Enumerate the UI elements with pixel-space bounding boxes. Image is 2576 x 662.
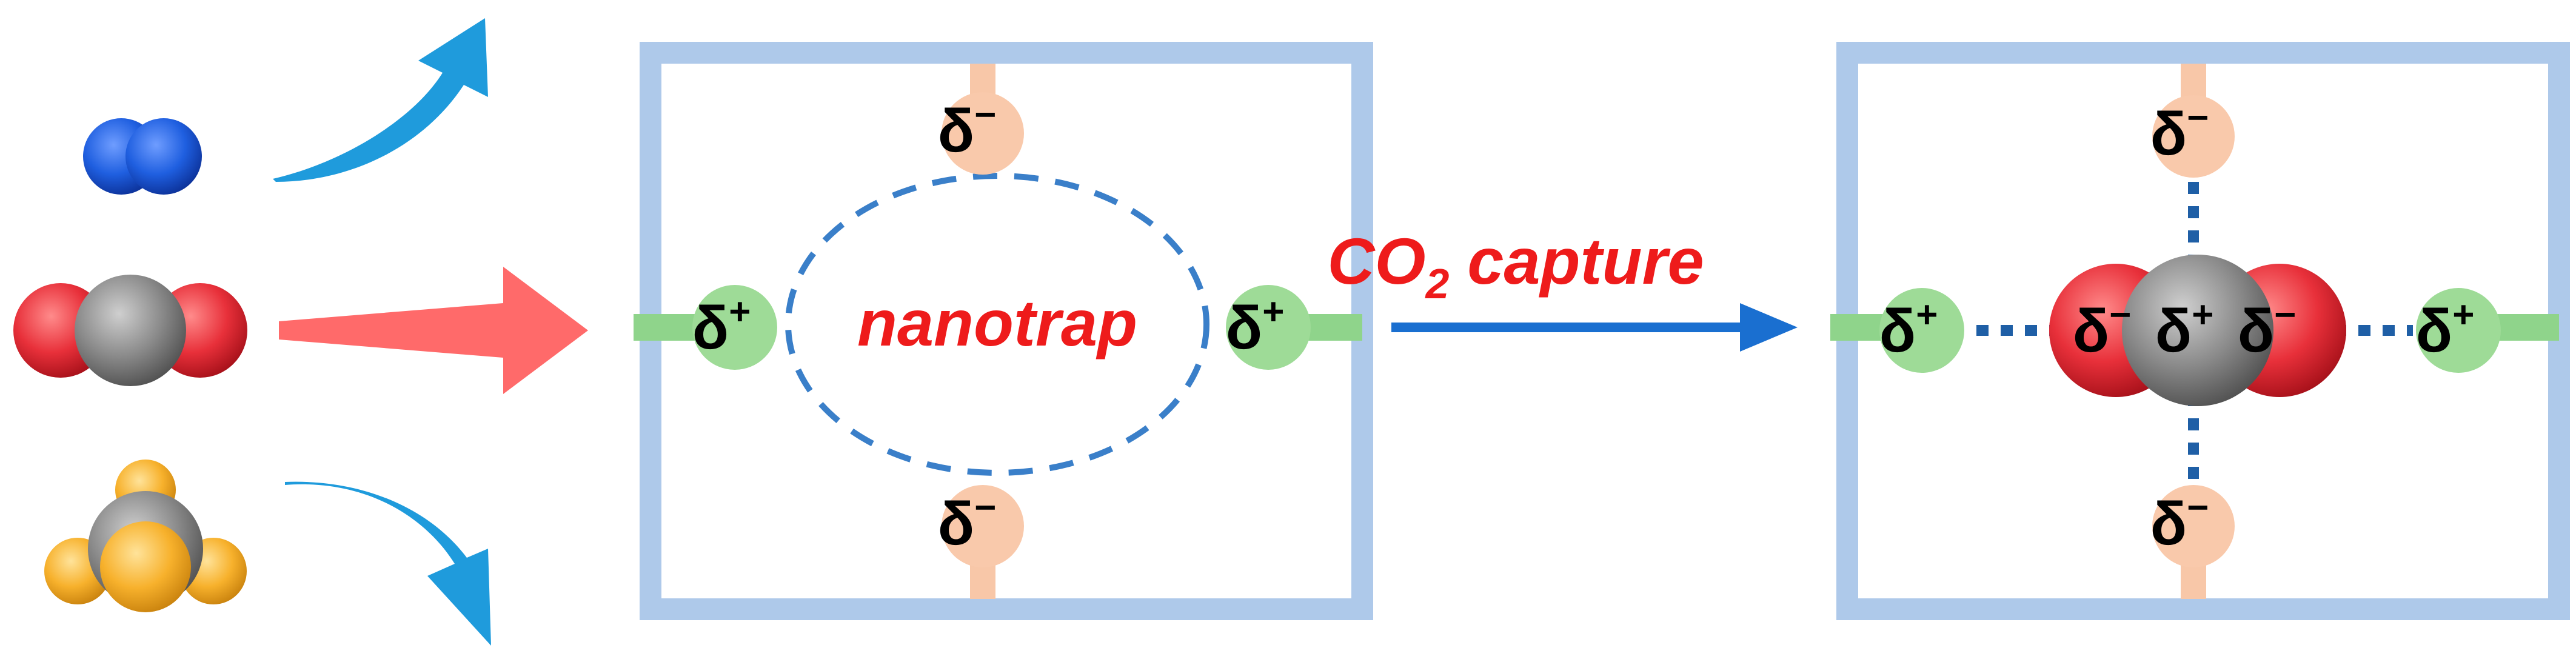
co2-inflow-arrow bbox=[279, 267, 588, 394]
reject-arrow-down bbox=[285, 481, 491, 646]
negative-site-top-captured bbox=[2152, 95, 2235, 178]
charge-label-oxygen-right: δ− bbox=[2238, 294, 2297, 365]
charge-label-left: δ+ bbox=[692, 291, 751, 362]
pore-captured: δ− δ− δ+ δ+ δ− δ+ δ− bbox=[1830, 42, 2570, 620]
negative-site-bottom-captured bbox=[2152, 485, 2235, 567]
nanotrap-label: nanotrap bbox=[857, 286, 1137, 359]
co2-carbon bbox=[75, 275, 186, 386]
co2-capture-step: CO2 capture bbox=[1327, 224, 1798, 352]
negative-site-bottom bbox=[942, 485, 1024, 567]
co2-capture-label: CO2 capture bbox=[1327, 224, 1704, 307]
reject-arrow-up bbox=[273, 18, 488, 182]
positive-site-right-captured bbox=[2416, 288, 2501, 373]
charge-label-bottom-captured: δ− bbox=[2150, 487, 2209, 558]
charge-label-oxygen-left: δ− bbox=[2073, 294, 2132, 365]
sf6-sulfur-front bbox=[100, 521, 191, 612]
pore-empty: δ− δ− δ+ δ+ nanotrap bbox=[634, 42, 1373, 620]
charge-label-right-captured: δ+ bbox=[2416, 294, 2475, 365]
charge-label-bottom: δ− bbox=[938, 487, 997, 558]
n2-molecule bbox=[83, 118, 202, 195]
charge-label-right: δ+ bbox=[1226, 291, 1285, 362]
charge-label-carbon: δ+ bbox=[2155, 294, 2214, 365]
captured-carbon bbox=[2122, 255, 2273, 406]
captured-co2-molecule bbox=[2049, 255, 2346, 406]
co2-molecule bbox=[13, 275, 247, 386]
positive-site-left bbox=[692, 285, 777, 370]
n2-atom-right bbox=[125, 118, 202, 195]
charge-label-left-captured: δ+ bbox=[1879, 294, 1938, 365]
nanotrap-outline bbox=[785, 173, 1209, 476]
sf6-molecule bbox=[44, 460, 247, 612]
negative-site-top bbox=[942, 92, 1024, 175]
charge-label-top-captured: δ− bbox=[2150, 97, 2209, 168]
positive-site-left-captured bbox=[1879, 288, 1964, 373]
positive-site-right bbox=[1226, 285, 1311, 370]
charge-label-top: δ− bbox=[938, 94, 997, 165]
co2-capture-arrowhead bbox=[1740, 303, 1798, 352]
